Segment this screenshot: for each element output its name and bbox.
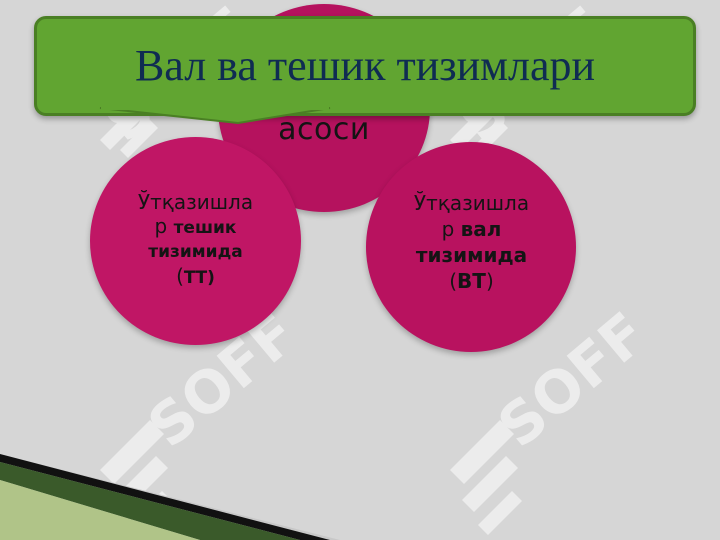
page-title: Вал ва тешик тизимлари xyxy=(134,41,596,90)
circle-basis-label: асоси xyxy=(278,112,370,147)
circle-shaft-system xyxy=(366,142,576,352)
circle-shaft-system-label: Ўтқазишла р вал тизимида (ВТ) xyxy=(413,191,530,293)
circle-hole-system xyxy=(90,137,301,345)
circle-hole-system-label: Ўтқазишла р тешик тизимида (ТТ) xyxy=(137,190,254,288)
title-callout xyxy=(34,16,696,116)
decorative-wedge xyxy=(0,454,340,540)
